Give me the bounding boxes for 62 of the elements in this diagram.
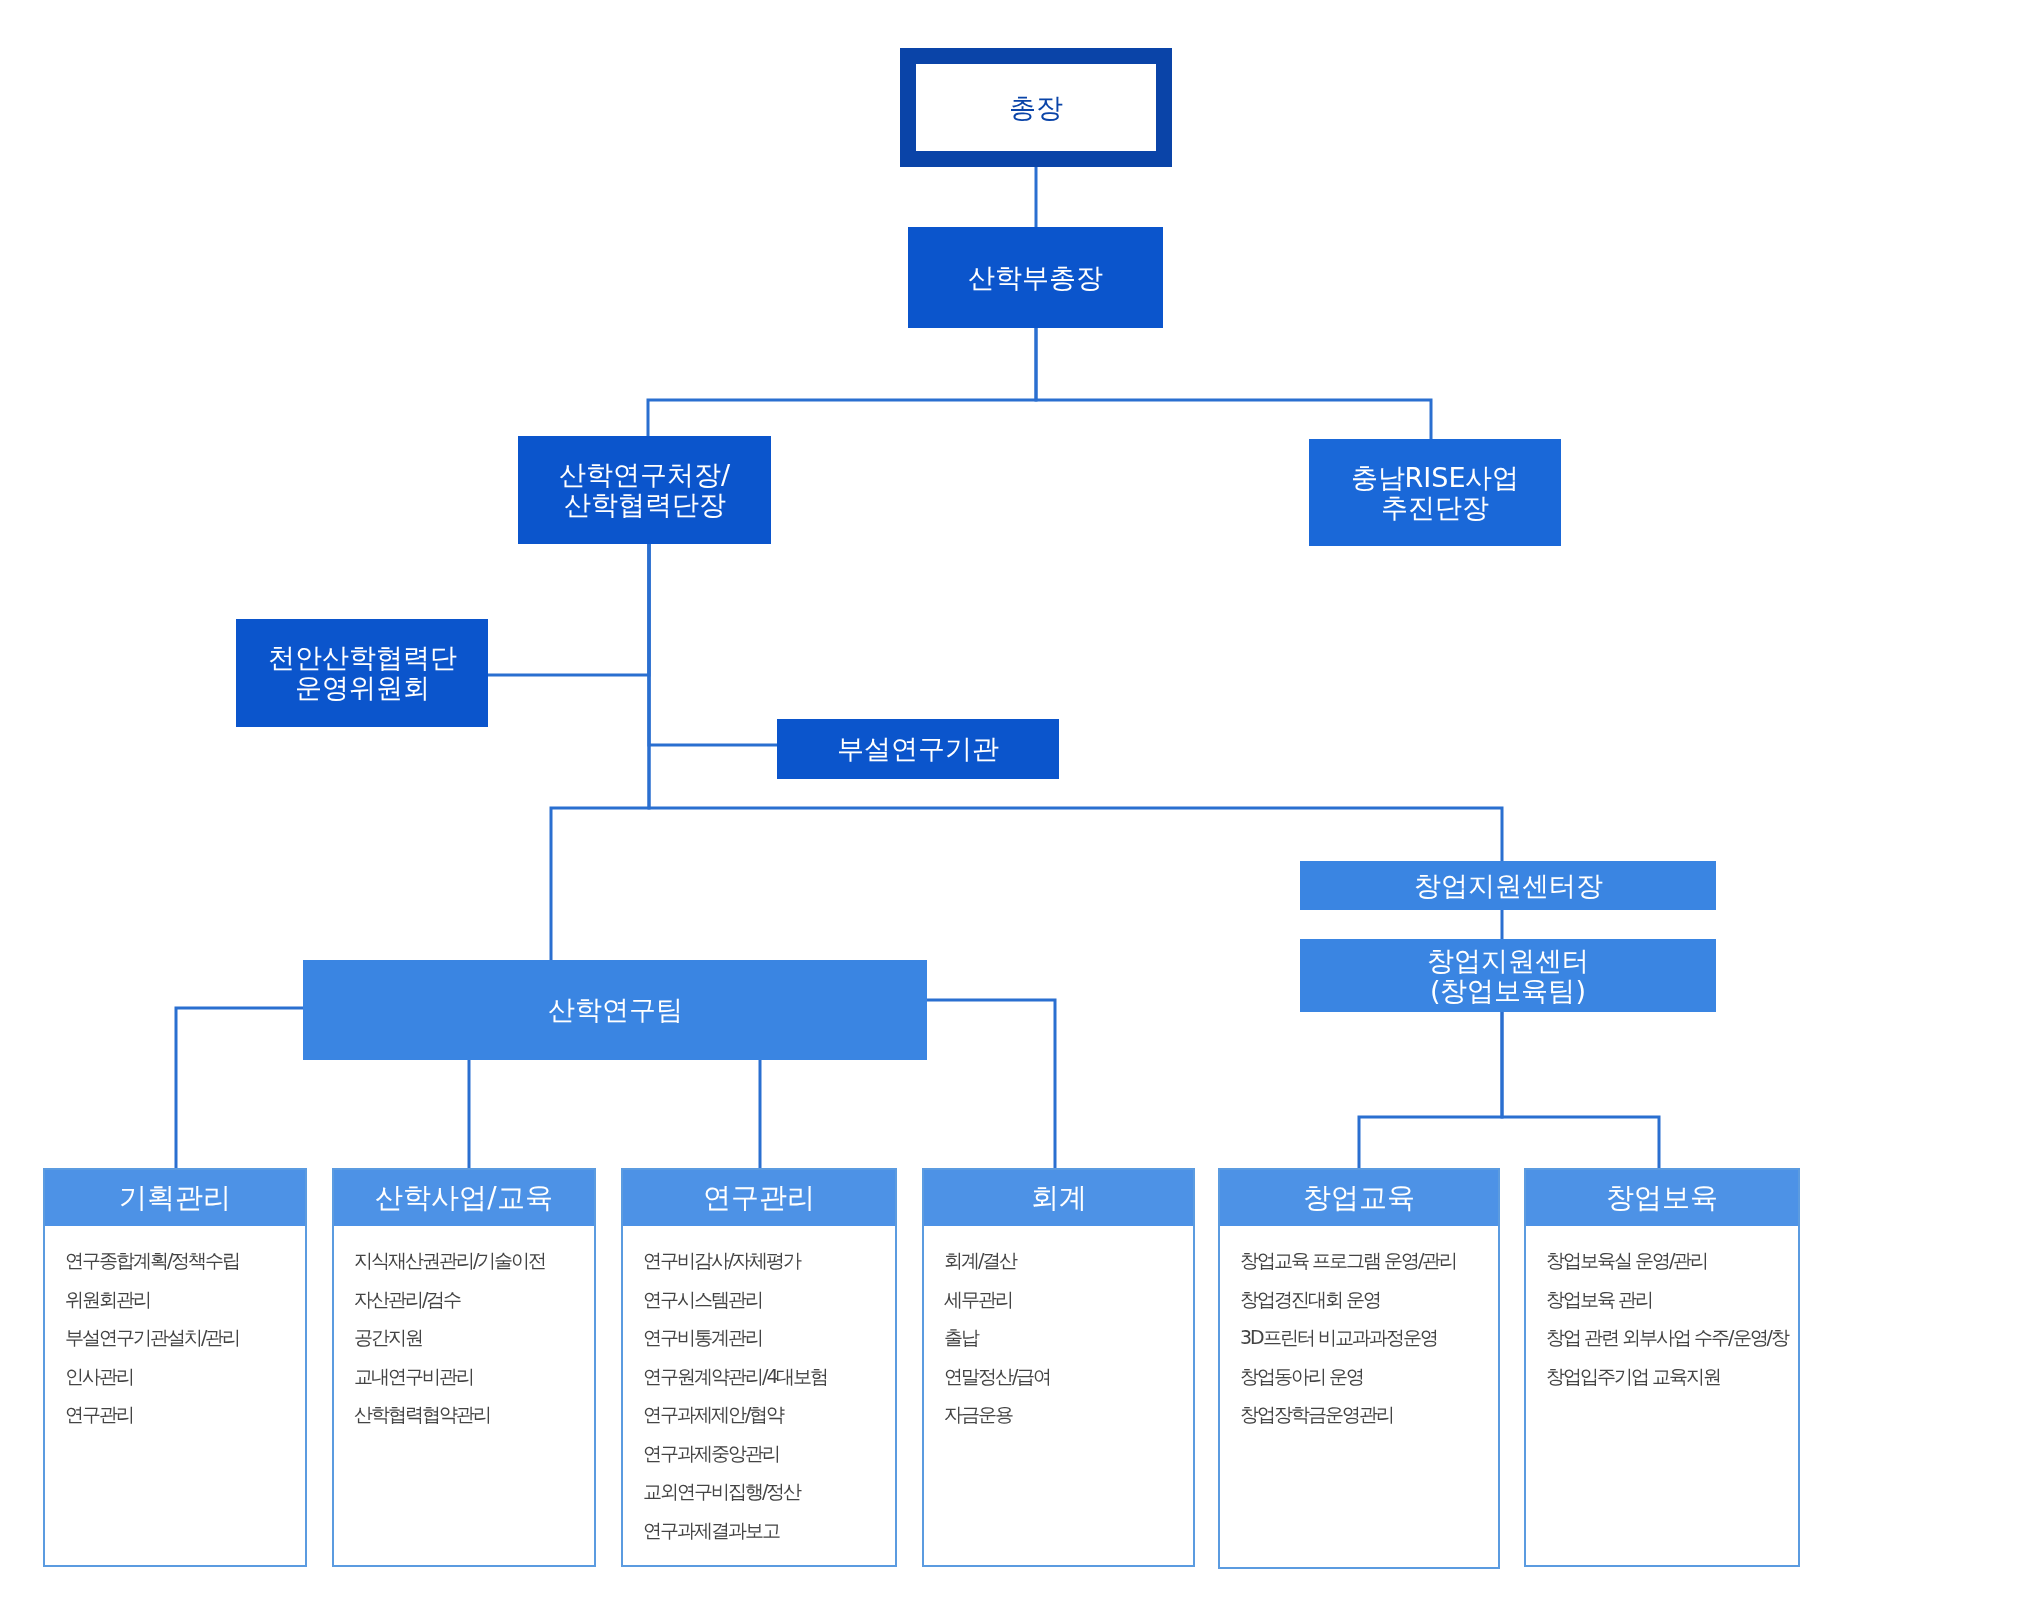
list-item: 자산관리/검수: [354, 1286, 461, 1312]
list-item: 연구시스템관리: [643, 1286, 762, 1312]
department-box: [1524, 1168, 1800, 1567]
column-heading: 연구관리: [623, 1170, 895, 1226]
position-box: 충남RISE사업 추진단장: [1309, 439, 1561, 546]
list-item: 창업동아리 운영: [1240, 1363, 1364, 1389]
list-item: 창업보육 관리: [1546, 1286, 1653, 1312]
list-item: 연구과제제안/협약: [643, 1402, 784, 1427]
list-item: 연구원계약관리/4대보험: [643, 1363, 828, 1389]
department-box: [43, 1168, 307, 1567]
list-item: 연구관리: [65, 1402, 133, 1427]
column-heading: 산학사업/교육: [334, 1170, 594, 1226]
list-item: 인사관리: [65, 1363, 133, 1389]
column-heading: 기획관리: [45, 1170, 305, 1226]
connector-line: [927, 998, 1057, 1168]
department-box: [922, 1168, 1195, 1567]
list-item: 3D프린터 비교과과정운영: [1240, 1325, 1437, 1350]
team-box: 산학연구팀: [303, 960, 927, 1060]
connector-line: [647, 544, 1504, 861]
department-box: [621, 1168, 897, 1567]
list-item: 위원회관리: [65, 1286, 150, 1312]
president-box: 총장: [900, 48, 1172, 167]
connector-line: [174, 1006, 303, 1168]
list-item: 교내연구비관리: [354, 1363, 473, 1389]
list-item: 출납: [944, 1325, 978, 1350]
list-item: 연구과제결과보고: [643, 1517, 779, 1543]
team-box: 창업지원센터장: [1300, 861, 1716, 910]
column-heading: 창업교육: [1220, 1170, 1498, 1226]
department-box: [1218, 1168, 1500, 1569]
list-item: 연구비통계관리: [643, 1325, 762, 1350]
list-item: 연말정산/급여: [944, 1363, 1051, 1389]
connector-line: [1500, 910, 1504, 939]
list-item: 공간지원: [354, 1325, 422, 1350]
list-item: 자금운용: [944, 1402, 1012, 1427]
position-box: 산학부총장: [908, 227, 1163, 328]
list-item: 창업경진대회 운영: [1240, 1286, 1381, 1312]
list-item: 산학협력협약관리: [354, 1402, 490, 1427]
connector-line: [758, 1060, 762, 1168]
team-box: 창업지원센터 (창업보육팀): [1300, 939, 1716, 1012]
department-box: [332, 1168, 596, 1567]
list-item: 세무관리: [944, 1286, 1012, 1312]
list-item: 창업장학금운영관리: [1240, 1402, 1393, 1427]
list-item: 지식재산권관리/기술이전: [354, 1248, 546, 1273]
list-item: 연구종합계획/정책수립: [65, 1248, 240, 1273]
column-heading: 회계: [924, 1170, 1193, 1226]
list-item: 연구비감사/자체평가: [643, 1248, 801, 1273]
list-item: 연구과제중앙관리: [643, 1440, 779, 1466]
list-item: 창업 관련 외부사업 수주/운영/창: [1546, 1325, 1788, 1350]
column-heading: 창업보육: [1526, 1170, 1798, 1226]
position-box: 산학연구처장/ 산학협력단장: [518, 436, 771, 544]
position-box: 부설연구기관: [777, 719, 1059, 779]
position-box: 천안산학협력단 운영위원회: [236, 619, 488, 727]
connector-line: [1034, 328, 1433, 439]
list-item: 창업입주기업 교육지원: [1546, 1363, 1721, 1389]
list-item: 창업보육실 운영/관리: [1546, 1248, 1708, 1273]
connector-line: [467, 1060, 471, 1168]
list-item: 창업교육 프로그램 운영/관리: [1240, 1248, 1457, 1273]
list-item: 교외연구비집행/정산: [643, 1479, 801, 1504]
list-item: 부설연구기관설치/관리: [65, 1325, 240, 1350]
connector-line: [1500, 1012, 1661, 1168]
connector-line: [1034, 167, 1038, 227]
list-item: 회계/결산: [944, 1248, 1017, 1273]
